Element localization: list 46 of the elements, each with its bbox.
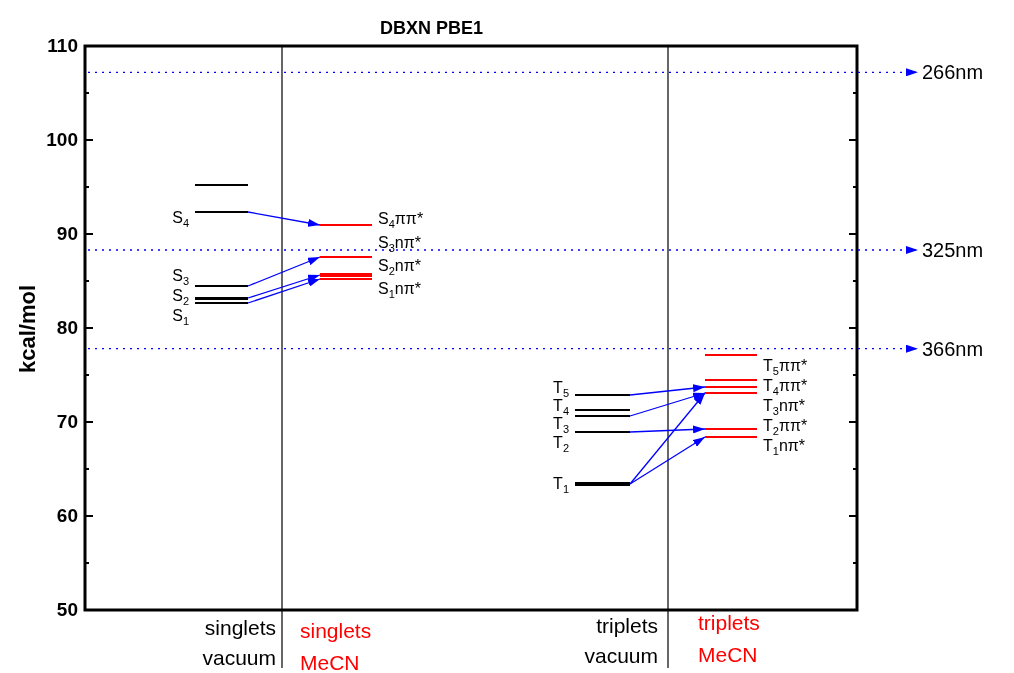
arrow (629, 392, 706, 485)
axis-tick-label: 100 (45, 129, 78, 151)
state-label: S$_{1}$ (171, 306, 189, 326)
state-label: S$_{4}$ππ* (378, 209, 425, 229)
state-label: S$_{3}$nπ* (378, 233, 422, 253)
wavelength-label: 366nm (922, 336, 984, 361)
dotted-arrow (87, 246, 919, 254)
wavelength-label: 325nm (922, 237, 984, 262)
column-label: singlets MeCN (300, 618, 373, 673)
state-label: T$_{1}$ (552, 474, 569, 494)
state-label: S$_{2}$ (171, 286, 189, 306)
state-label: T$_{3}$ (552, 415, 569, 434)
arrow (629, 436, 706, 485)
dotted-arrow (87, 68, 919, 77)
state-label: S$_{2}$nπ* (378, 256, 422, 276)
state-label: T$_{4}$ππ* (763, 376, 809, 396)
state-label: T$_{4}$ (552, 397, 569, 416)
state-label: T$_{5}$ππ* (763, 356, 809, 376)
state-label: T$_{3}$nπ* (763, 396, 807, 416)
arrow (247, 274, 321, 299)
state-label: S$_{4}$ (171, 208, 189, 228)
arrow (247, 278, 321, 304)
arrow (629, 425, 706, 434)
axis-tick-label: 60 (55, 505, 78, 527)
state-label: T$_{2}$ (552, 433, 569, 453)
column-label: triplets MeCN (698, 610, 761, 668)
arrow (247, 256, 321, 287)
axis-tick-label: 110 (46, 35, 78, 57)
axis-tick-label: 80 (55, 317, 78, 339)
axis-tick-label: 50 (55, 599, 78, 621)
dotted-arrow (87, 344, 919, 353)
chart-title: DBXN PBE1 (380, 18, 484, 39)
state-label: T$_{1}$nπ* (763, 436, 807, 456)
column-label: singlets vacuum (201, 615, 276, 671)
arrow (629, 384, 706, 396)
wavelength-label: 266nm (922, 60, 984, 85)
arrow (629, 392, 706, 417)
state-label: S$_{1}$nπ* (378, 279, 422, 299)
axis-tick-label: 90 (55, 223, 78, 245)
arrow (247, 211, 321, 227)
state-label: T$_{5}$ (552, 378, 569, 398)
axis-title: kcal/mol (15, 284, 41, 376)
axis-tick-label: 70 (55, 411, 78, 433)
state-label: S$_{3}$ (171, 266, 189, 286)
state-label: T$_{2}$ππ* (763, 416, 809, 436)
column-label: triplets vacuum (583, 613, 658, 669)
